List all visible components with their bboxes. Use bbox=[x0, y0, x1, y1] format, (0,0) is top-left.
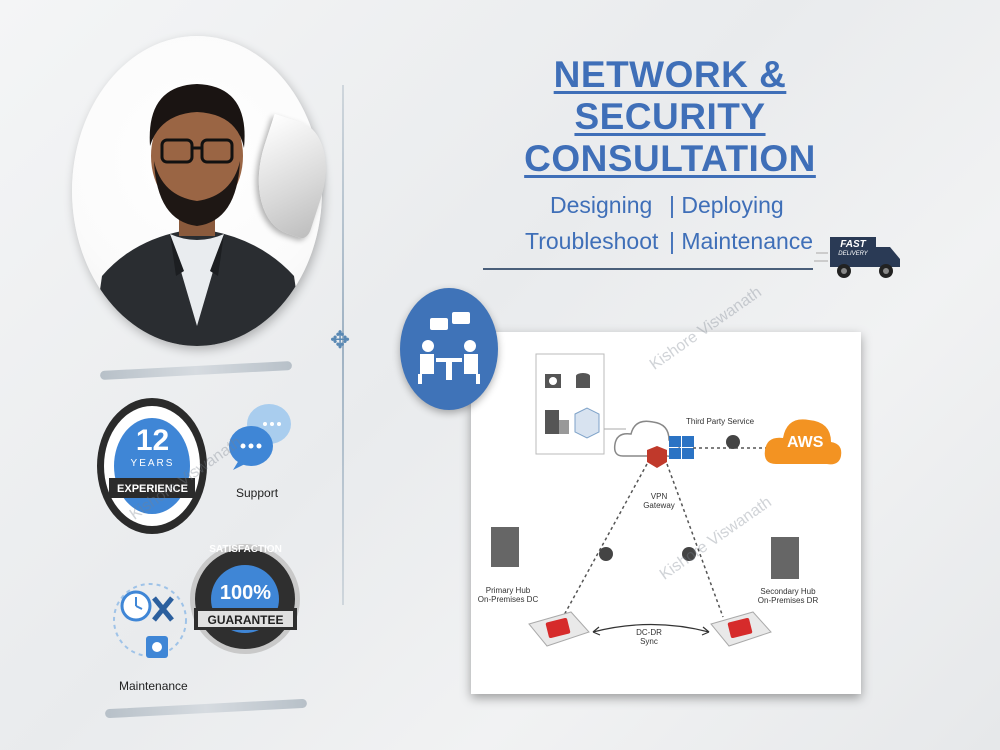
chat-bubble-icon bbox=[225, 402, 295, 472]
aws-label: AWS bbox=[787, 434, 824, 451]
satisfaction-percent: 100% bbox=[219, 582, 272, 604]
secondary-hub-label: Secondary Hub On-Premises DR bbox=[757, 587, 819, 605]
experience-badge: 12 YEARS EXPERIENCE bbox=[95, 396, 210, 536]
divider-bar-bottom bbox=[104, 698, 308, 719]
experience-number: 12 bbox=[135, 424, 170, 457]
satisfaction-arc-text: SATISFACTION bbox=[209, 544, 282, 555]
service-deploying: | Deploying bbox=[669, 192, 784, 218]
ornament-icon: ✥ bbox=[330, 327, 351, 354]
satisfaction-badge: SATISFACTION 100% GUARANTEE bbox=[188, 534, 303, 664]
service-maintenance: | Maintenance bbox=[669, 228, 814, 254]
title-line-2: CONSULTATION bbox=[524, 138, 816, 179]
primary-hub-label: Primary Hub On-Premises DC bbox=[477, 586, 539, 604]
network-diagram: Third Party Service AWS VPN Gateway Prim… bbox=[471, 332, 861, 694]
profile-photo-sticker bbox=[72, 36, 342, 346]
service-troubleshoot: Troubleshoot bbox=[525, 228, 659, 254]
services-divider bbox=[483, 268, 813, 270]
truck-fast-text: FAST bbox=[840, 239, 866, 250]
vpn-label: VPN Gateway bbox=[643, 492, 675, 510]
sync-label: DC-DR Sync bbox=[636, 628, 662, 646]
vertical-divider bbox=[342, 85, 344, 605]
satisfaction-banner: GUARANTEE bbox=[207, 613, 284, 627]
truck-icon: FAST DELIVERY bbox=[814, 231, 902, 281]
support-label: Support bbox=[236, 486, 279, 500]
experience-unit: YEARS bbox=[130, 458, 175, 469]
title-line-1: NETWORK & SECURITY bbox=[553, 54, 787, 137]
page-title: NETWORK & SECURITY CONSULTATION bbox=[460, 54, 880, 180]
third-party-label: Third Party Service bbox=[686, 417, 755, 426]
divider-bar-top bbox=[99, 360, 293, 381]
experience-banner: EXPERIENCE bbox=[117, 483, 188, 495]
meeting-icon bbox=[400, 288, 498, 410]
maintenance-label: Maintenance bbox=[119, 679, 188, 693]
truck-delivery-text: DELIVERY bbox=[838, 251, 868, 257]
stopwatch-icon bbox=[110, 578, 190, 668]
service-designing: Designing bbox=[550, 192, 653, 218]
